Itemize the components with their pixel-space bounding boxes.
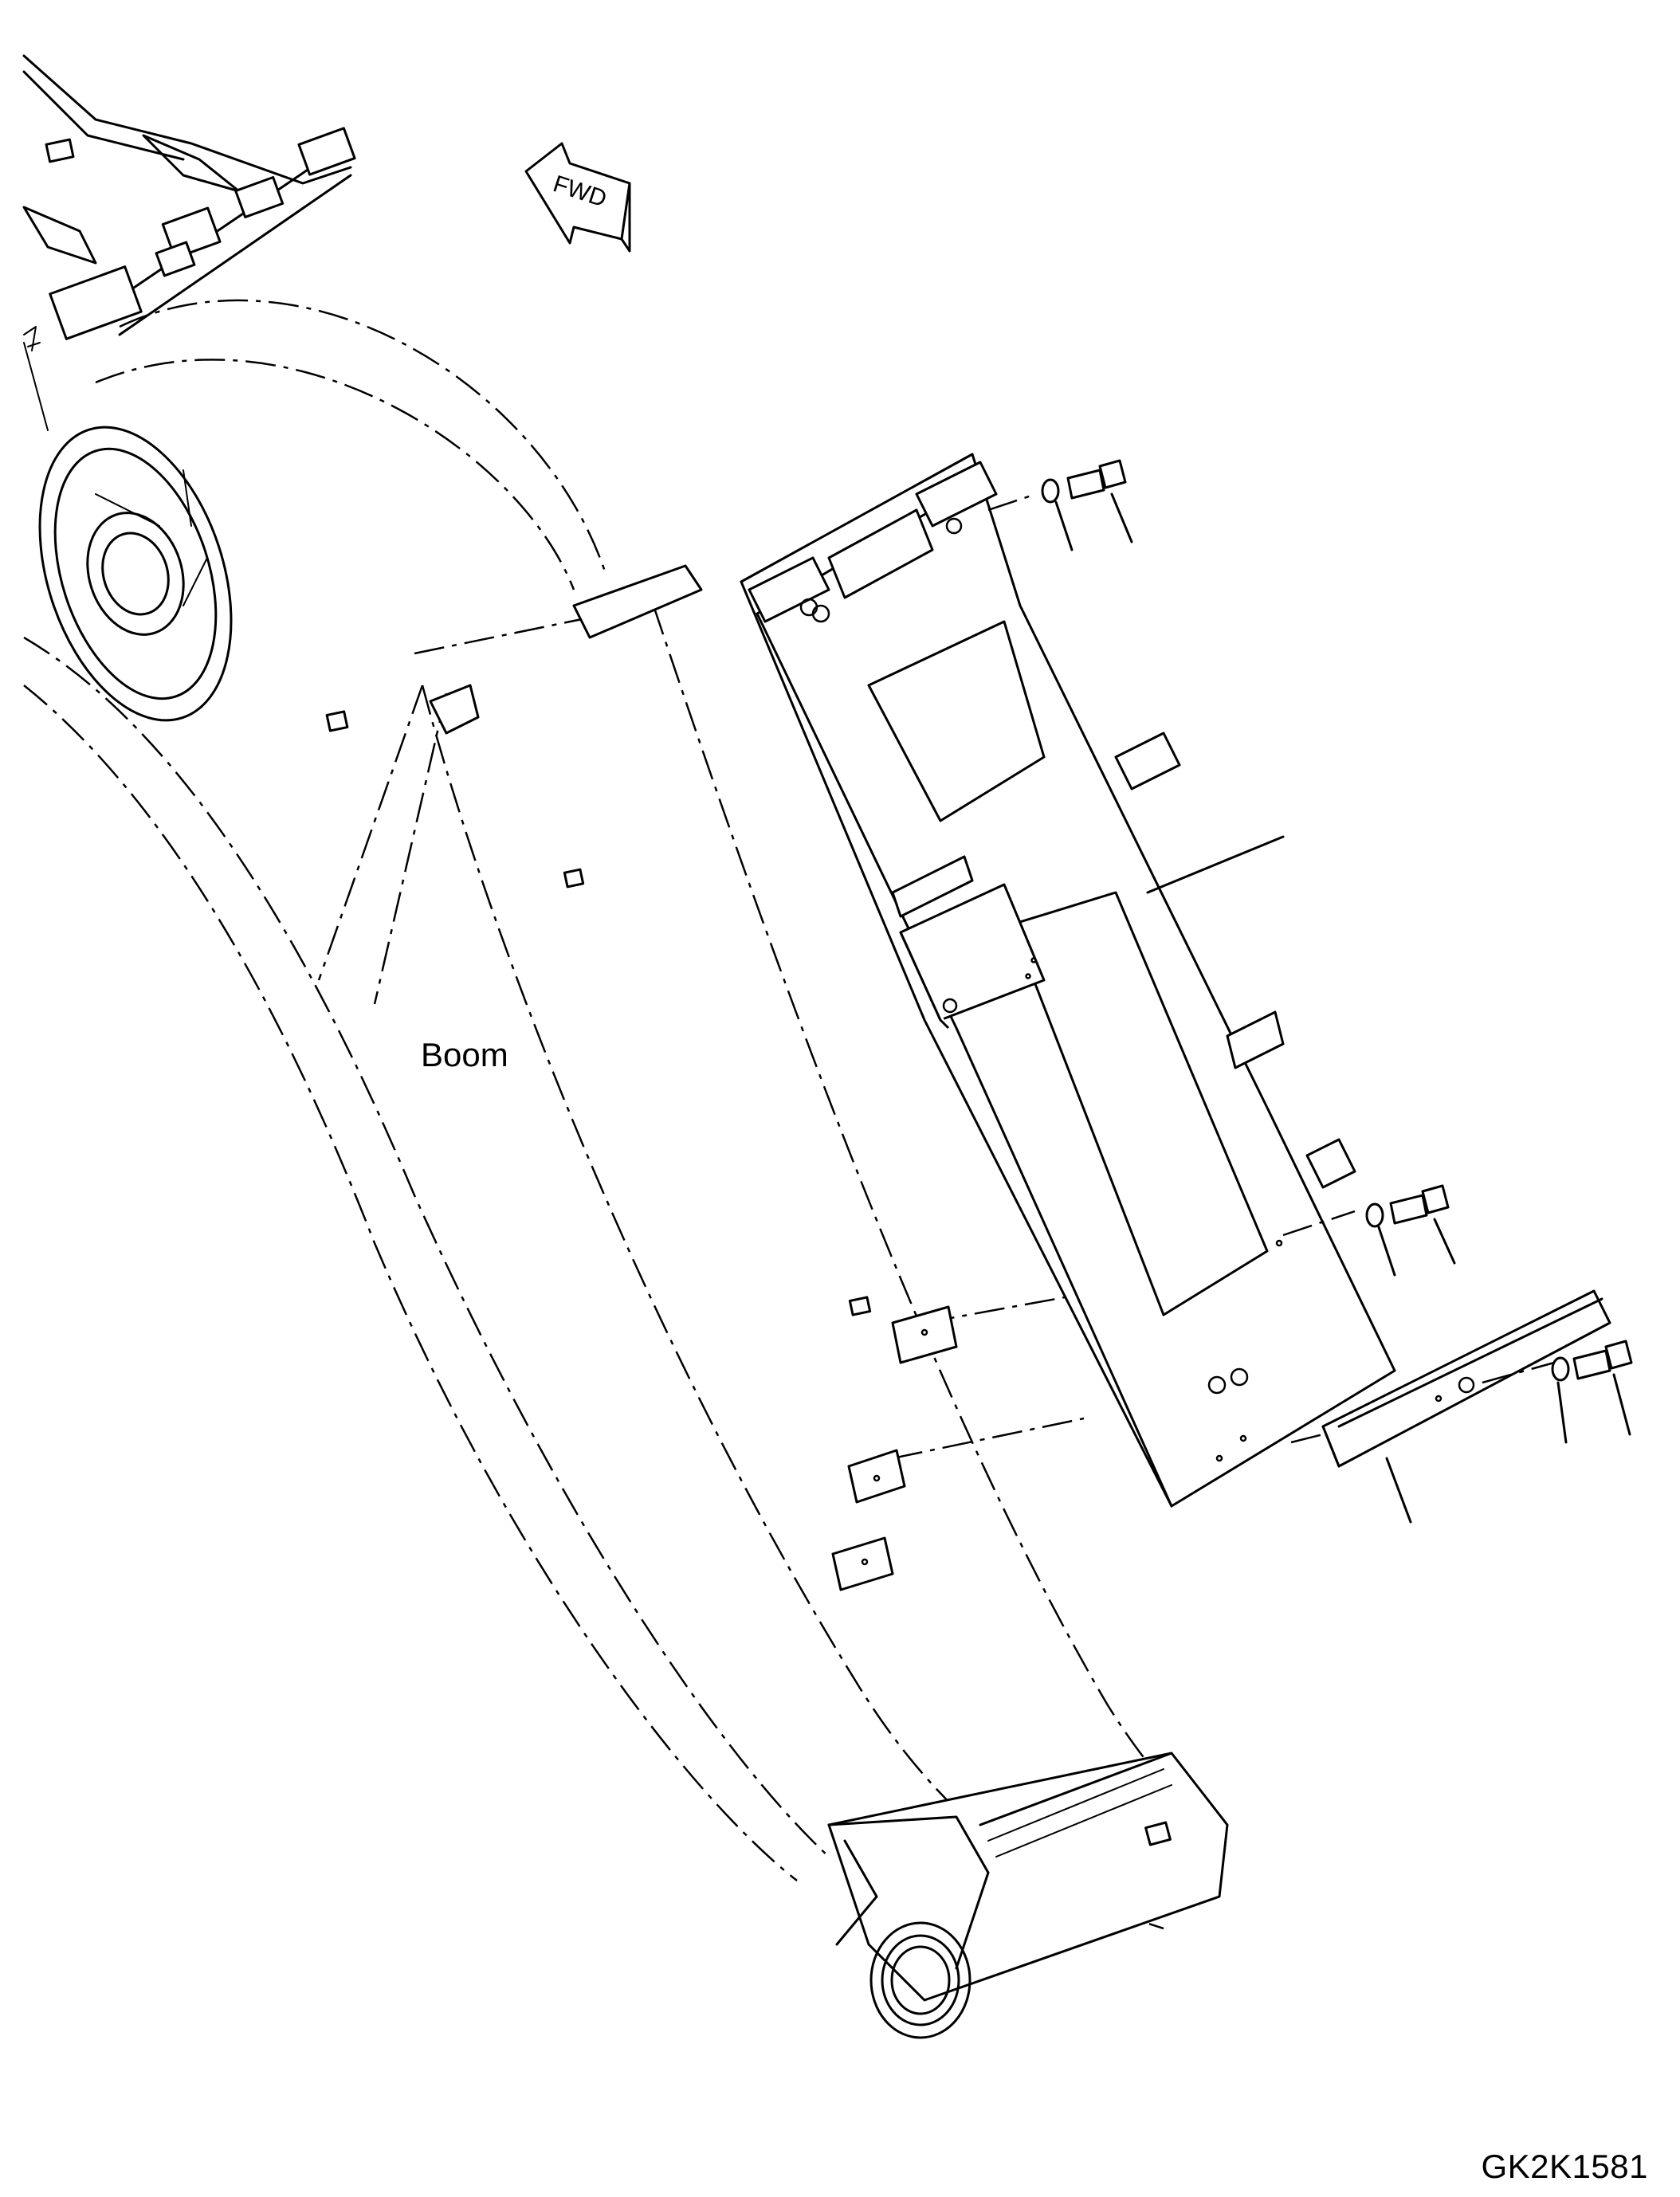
- boom-tip: [827, 1752, 1229, 2039]
- boom-foot-hub: [23, 342, 233, 722]
- left-clip: [23, 326, 41, 351]
- boom-top-platform: [22, 54, 356, 340]
- fwd-arrow-icon: FWD: [524, 142, 631, 253]
- lower-bracket-bar: [1290, 1289, 1633, 1524]
- boom-label: Boom: [421, 1036, 508, 1073]
- fastener-set-middle: [1282, 1184, 1456, 1277]
- fastener-set-upper: [987, 459, 1133, 551]
- drawing-number: GK2K1581: [1481, 2148, 1648, 2185]
- mounting-plate: [740, 453, 1396, 1508]
- boom-mounting-brackets: [325, 564, 958, 1591]
